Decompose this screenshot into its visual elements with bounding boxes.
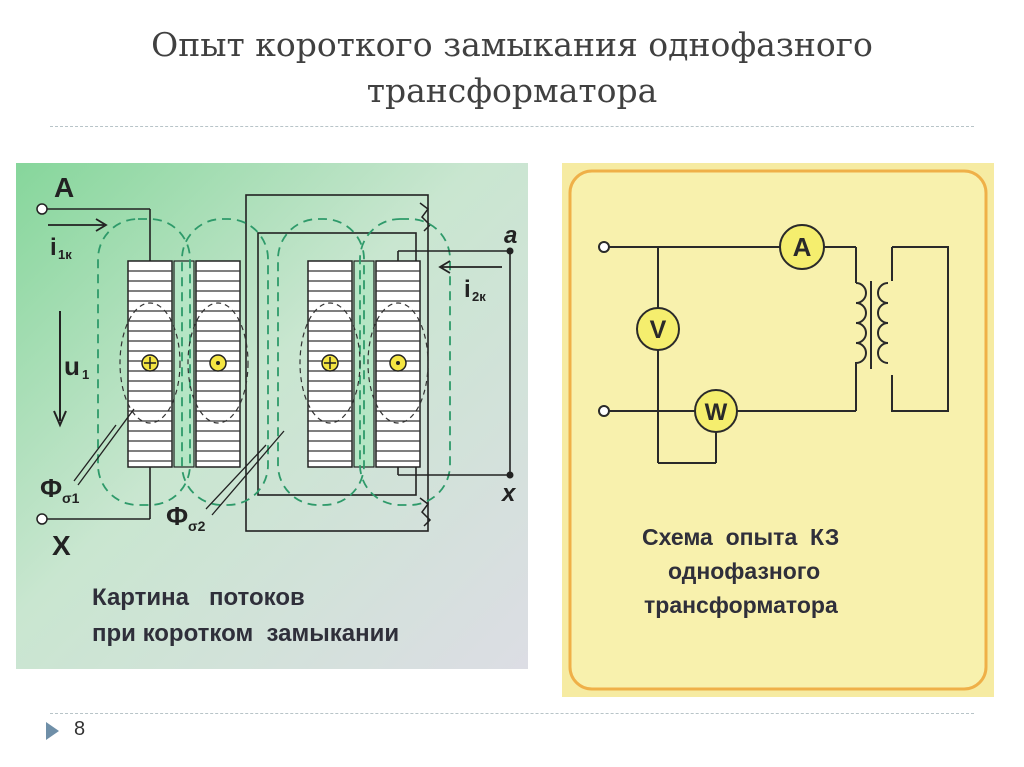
terminal-X — [36, 513, 48, 525]
terminal-x — [506, 471, 514, 479]
label-a: a — [504, 222, 517, 249]
core-break-bottom — [419, 497, 432, 527]
voltmeter-label: V — [650, 316, 667, 344]
label-x: x — [500, 480, 517, 507]
voltmeter: V — [636, 307, 680, 351]
ammeter: A — [779, 224, 825, 270]
flux-caption-line-1: Картина потоков — [92, 584, 305, 611]
flux-diagram-background — [16, 163, 528, 669]
flux-phi2-subscript: σ2 — [188, 518, 206, 534]
secondary-circuit — [397, 250, 511, 476]
inner-flux-lines — [119, 302, 429, 424]
current-i2-label: i — [464, 276, 471, 303]
terminal-a — [506, 247, 514, 255]
label-X: X — [52, 530, 71, 561]
flux-pointers — [73, 408, 285, 516]
circuit-wires — [608, 246, 857, 464]
circuit-diagram: A V W Схема опыта КЗ однофазного трансфо… — [562, 163, 994, 697]
title-line-2: трансформатора — [366, 71, 658, 110]
slide-title: Опыт короткого замыкания однофазного тра… — [60, 22, 964, 114]
current-i2-subscript: 2к — [472, 289, 486, 304]
footer-arrow-icon — [46, 722, 59, 740]
short-circuit-loop — [891, 246, 949, 412]
circuit-caption-line-3: трансформатора — [644, 592, 838, 618]
primary-circuit — [46, 208, 151, 520]
top-divider — [50, 126, 974, 127]
input-terminal-bottom — [598, 405, 610, 417]
voltage-u1-arrow — [53, 311, 67, 428]
title-line-1: Опыт короткого замыкания однофазного — [151, 25, 873, 64]
wattmeter-label: W — [705, 399, 728, 426]
label-A: A — [54, 172, 74, 203]
input-terminal-top — [598, 241, 610, 253]
bottom-divider — [50, 713, 974, 714]
flux-caption-line-2: при коротком замыкании — [92, 620, 399, 647]
current-i1-label: i — [50, 234, 57, 261]
current-i1-arrow — [48, 218, 108, 232]
current-i1-subscript: 1к — [58, 247, 72, 262]
voltage-u1-subscript: 1 — [82, 367, 89, 382]
primary-coil — [855, 282, 867, 377]
flux-phi1-label: Ф — [40, 473, 62, 503]
secondary-coil — [877, 282, 889, 364]
ammeter-label: A — [793, 232, 812, 262]
page-number: 8 — [74, 718, 86, 740]
current-symbols — [141, 354, 407, 372]
wattmeter: W — [694, 389, 738, 433]
flux-diagram: A X a x i 1к i 2к u 1 Ф σ1 Ф σ2 Картина … — [16, 163, 528, 669]
flux-diagram-panel: A X a x i 1к i 2к u 1 Ф σ1 Ф σ2 Картина … — [16, 163, 528, 669]
voltage-u1-label: u — [64, 351, 80, 381]
terminal-A — [36, 203, 48, 215]
circuit-caption-line-2: однофазного — [668, 558, 820, 584]
current-i2-arrow — [438, 260, 502, 274]
core-break-top — [419, 202, 432, 232]
circuit-caption-line-1: Схема опыта КЗ — [642, 524, 839, 550]
flux-phi1-subscript: σ1 — [62, 490, 80, 506]
flux-phi2-label: Ф — [166, 501, 188, 531]
circuit-diagram-panel: A V W Схема опыта КЗ однофазного трансфо… — [562, 163, 994, 697]
